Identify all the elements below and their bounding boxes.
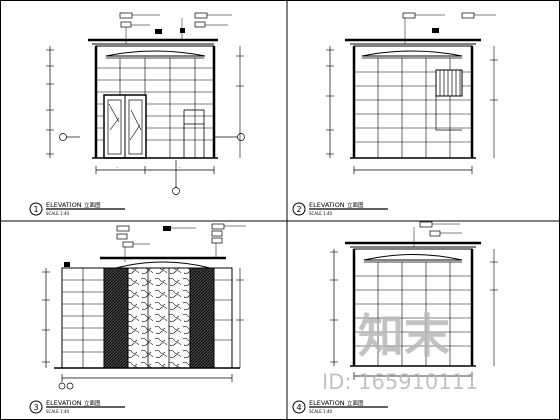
panel-number: 1 <box>33 205 38 214</box>
watermark-logo-text: 知末 <box>358 309 450 363</box>
scale-label: SCALE 1:40 <box>309 409 333 414</box>
callout-tags <box>402 12 496 44</box>
title-block-4: 4 ELEVATION 立面图 SCALE 1:40 <box>292 399 388 414</box>
scale-label: SCALE 1:40 <box>309 211 333 216</box>
svg-text:—: — <box>178 165 181 169</box>
elevation-3: 3 ELEVATION 立面图 SCALE 1:40 <box>29 223 246 414</box>
callout-tags <box>413 221 462 247</box>
elevation-title-suffix: 立面图 <box>347 201 364 209</box>
panel-number: 3 <box>33 403 38 412</box>
panel-number: 4 <box>296 403 301 412</box>
panel-number: 2 <box>296 205 301 214</box>
elevation-title-suffix: 立面图 <box>347 399 364 407</box>
elevation-title-suffix: 立面图 <box>84 399 101 407</box>
elevation-2: 2 ELEVATION 立面图 SCALE 1:40 <box>292 12 498 216</box>
title-block-1: 1 ELEVATION 立面图 SCALE 1:40 <box>29 201 125 216</box>
scale-label: SCALE 1:40 <box>46 211 70 216</box>
scale-label: SCALE 1:40 <box>46 409 70 414</box>
elevation-1: — — <box>29 12 245 216</box>
title-block-2: 2 ELEVATION 立面图 SCALE 1:40 <box>292 201 388 216</box>
elevation-title: ELEVATION <box>309 399 345 407</box>
watermark: 知末 ID: 165910111 <box>322 309 478 394</box>
elevation-title-suffix: 立面图 <box>84 201 101 209</box>
title-block-3: 3 ELEVATION 立面图 SCALE 1:40 <box>29 399 125 414</box>
elevation-title: ELEVATION <box>46 201 82 209</box>
dark-stone-panel-left <box>103 267 129 369</box>
elevation-title: ELEVATION <box>309 201 345 209</box>
svg-text:—: — <box>116 165 119 169</box>
callout-tags <box>119 12 232 44</box>
callout-tags <box>116 223 246 262</box>
dark-stone-panel-right <box>189 267 215 369</box>
elevation-title: ELEVATION <box>46 399 82 407</box>
elevation-4: 4 ELEVATION 立面图 SCALE 1:40 <box>292 221 498 414</box>
watermark-id-text: ID: 165910111 <box>322 370 478 394</box>
marble-feature-wall <box>127 267 191 369</box>
